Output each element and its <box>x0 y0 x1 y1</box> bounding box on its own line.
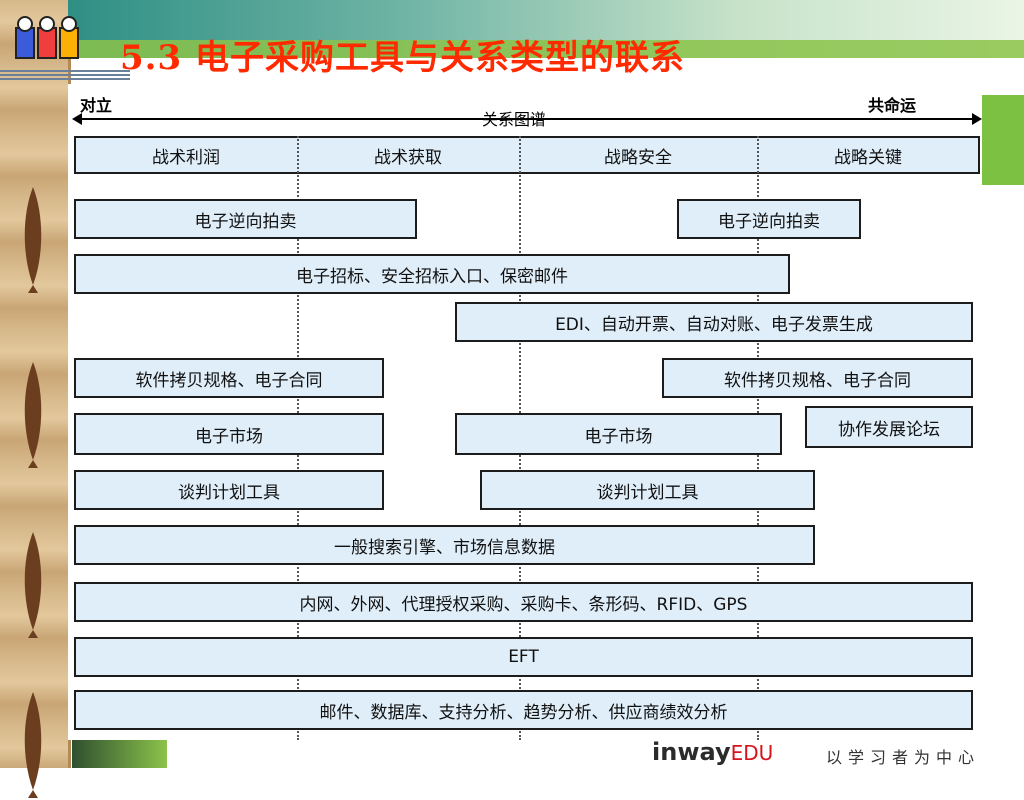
axis-right-label: 共命运 <box>868 96 917 115</box>
tool-box: 电子市场 <box>455 413 782 455</box>
category-tactical-acquisition: 战术获取 <box>374 147 442 168</box>
axis-arrow-left-icon <box>72 113 82 125</box>
page-title: 5.3 电子采购工具与关系类型的联系 <box>120 38 685 78</box>
tool-box: EDI、自动开票、自动对账、电子发票生成 <box>455 302 973 342</box>
footer-slogan: 以学习者为中心 <box>826 748 981 767</box>
footer-accent-bar <box>72 740 167 768</box>
relationship-axis <box>74 118 980 120</box>
brand-logo: inwayEDU <box>652 738 773 766</box>
header-swoosh <box>68 40 1024 58</box>
tool-box: 电子市场 <box>74 413 384 455</box>
tool-box: 谈判计划工具 <box>74 470 384 510</box>
fish-decoration-icon <box>24 692 42 798</box>
fish-decoration-icon <box>24 362 42 468</box>
brand-main: inway <box>652 738 731 766</box>
tool-box: 谈判计划工具 <box>480 470 815 510</box>
tool-box: 协作发展论坛 <box>805 406 973 448</box>
fish-decoration-icon <box>24 187 42 293</box>
axis-left-label: 对立 <box>80 96 113 115</box>
category-strategic-critical: 战略关键 <box>834 147 902 168</box>
category-strategic-security: 战略安全 <box>604 147 672 168</box>
tool-box: 内网、外网、代理授权采购、采购卡、条形码、RFID、GPS <box>74 582 973 622</box>
tool-box: 电子逆向拍卖 <box>677 199 861 239</box>
tool-box: EFT <box>74 637 973 677</box>
category-tactical-profit: 战术利润 <box>152 147 220 168</box>
tool-box: 一般搜索引擎、市场信息数据 <box>74 525 815 565</box>
tool-box: 软件拷贝规格、电子合同 <box>662 358 973 398</box>
title-rule-decoration <box>0 70 130 82</box>
tool-box: 邮件、数据库、支持分析、趋势分析、供应商绩效分析 <box>74 690 973 730</box>
category-bar <box>74 136 980 174</box>
axis-arrow-right-icon <box>972 113 982 125</box>
fish-decoration-icon <box>24 532 42 638</box>
tool-box: 电子逆向拍卖 <box>74 199 417 239</box>
tool-box: 电子招标、安全招标入口、保密邮件 <box>74 254 790 294</box>
tool-box: 软件拷贝规格、电子合同 <box>74 358 384 398</box>
people-logo-icon <box>15 16 79 59</box>
right-green-block <box>980 95 1024 185</box>
brand-edu: EDU <box>730 741 774 765</box>
